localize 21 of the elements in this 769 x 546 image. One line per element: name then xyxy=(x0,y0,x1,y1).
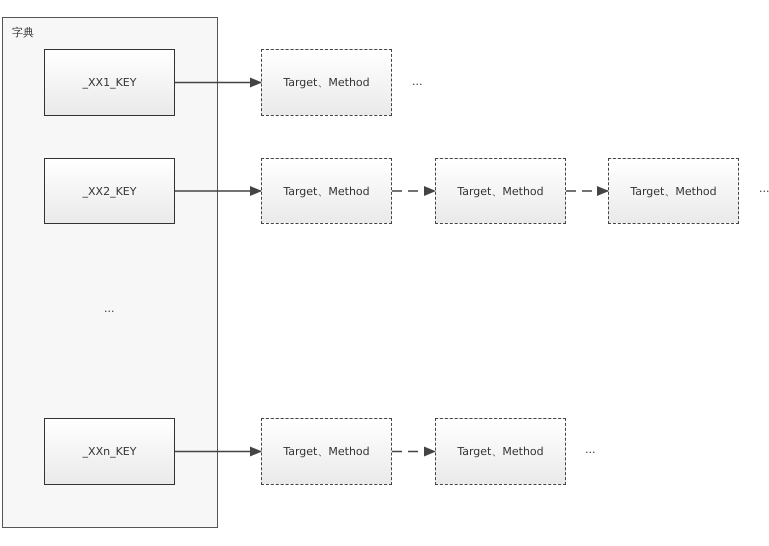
key-box: _XX1_KEY xyxy=(44,49,175,116)
target-method-box: Target、Method xyxy=(261,49,392,116)
arrow xyxy=(566,186,609,196)
arrow xyxy=(175,446,262,456)
arrow xyxy=(392,446,436,456)
ellipsis: ... xyxy=(759,182,769,195)
target-method-box: Target、Method xyxy=(261,418,392,485)
dictionary-panel xyxy=(2,17,218,528)
target-method-box: Target、Method xyxy=(261,158,392,224)
key-box: _XX2_KEY xyxy=(44,158,175,224)
target-method-box: Target、Method xyxy=(608,158,739,224)
target-method-box: Target、Method xyxy=(435,158,566,224)
ellipsis: ... xyxy=(585,443,596,456)
arrow xyxy=(175,78,262,88)
ellipsis: ... xyxy=(104,302,114,315)
arrow xyxy=(175,186,262,196)
target-method-box: Target、Method xyxy=(435,418,566,485)
arrow xyxy=(392,186,436,196)
ellipsis: ... xyxy=(412,75,422,88)
key-box: _XXn_KEY xyxy=(44,418,175,485)
panel-title: 字典 xyxy=(12,25,34,40)
